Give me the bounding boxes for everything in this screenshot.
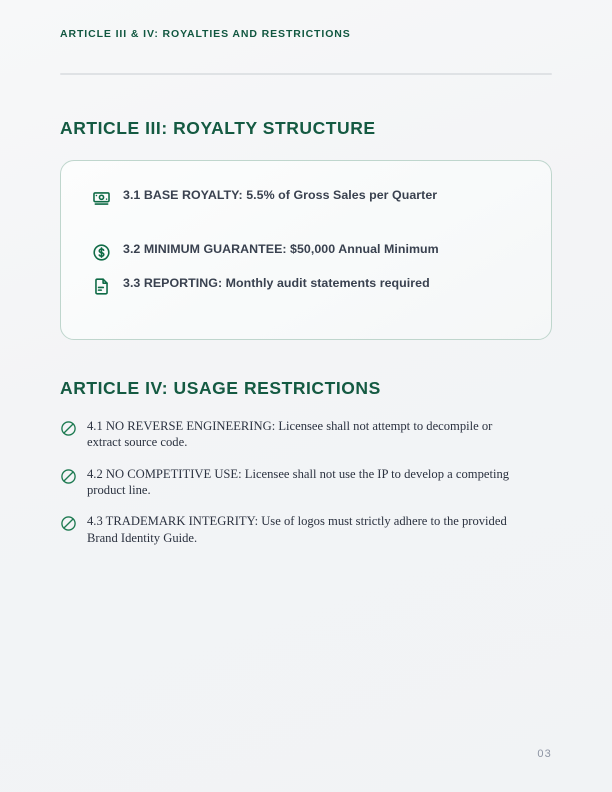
dollar-coin-icon	[92, 243, 111, 262]
prohibition-icon	[60, 515, 77, 532]
royalty-item: 3.1 BASE ROYALTY: 5.5% of Gross Sales pe…	[92, 187, 527, 208]
restriction-item-text: 4.3 TRADEMARK INTEGRITY: Use of logos mu…	[87, 514, 507, 545]
article-three-title: ARTICLE III: ROYALTY STRUCTURE	[60, 118, 376, 138]
running-header: ARTICLE III & IV: ROYALTIES AND RESTRICT…	[60, 28, 351, 40]
royalty-item-text: 3.2 MINIMUM GUARANTEE: $50,000 Annual Mi…	[123, 242, 439, 256]
royalty-item-text: 3.1 BASE ROYALTY: 5.5% of Gross Sales pe…	[123, 188, 438, 202]
restriction-item: 4.2 NO COMPETITIVE USE: Licensee shall n…	[60, 466, 556, 499]
file-text-icon	[92, 277, 111, 296]
banknote-icon	[92, 189, 111, 208]
royalty-item: 3.2 MINIMUM GUARANTEE: $50,000 Annual Mi…	[92, 241, 527, 262]
page-number: 03	[537, 748, 552, 760]
royalty-item-text: 3.3 REPORTING: Monthly audit statements …	[123, 276, 430, 290]
restriction-item: 4.1 NO REVERSE ENGINEERING: Licensee sha…	[60, 418, 556, 451]
prohibition-icon	[60, 420, 77, 437]
restriction-list: 4.1 NO REVERSE ENGINEERING: Licensee sha…	[60, 418, 556, 546]
restriction-item-text: 4.1 NO REVERSE ENGINEERING: Licensee sha…	[87, 419, 493, 450]
royalty-structure-card: 3.1 BASE ROYALTY: 5.5% of Gross Sales pe…	[60, 160, 552, 340]
header-divider	[60, 73, 552, 75]
restriction-item: 4.3 TRADEMARK INTEGRITY: Use of logos mu…	[60, 513, 556, 546]
prohibition-icon	[60, 468, 77, 485]
royalty-item-list: 3.1 BASE ROYALTY: 5.5% of Gross Sales pe…	[92, 187, 527, 296]
royalty-item: 3.3 REPORTING: Monthly audit statements …	[92, 275, 527, 296]
article-four-title: ARTICLE IV: USAGE RESTRICTIONS	[60, 378, 381, 398]
restriction-item-text: 4.2 NO COMPETITIVE USE: Licensee shall n…	[87, 466, 510, 498]
